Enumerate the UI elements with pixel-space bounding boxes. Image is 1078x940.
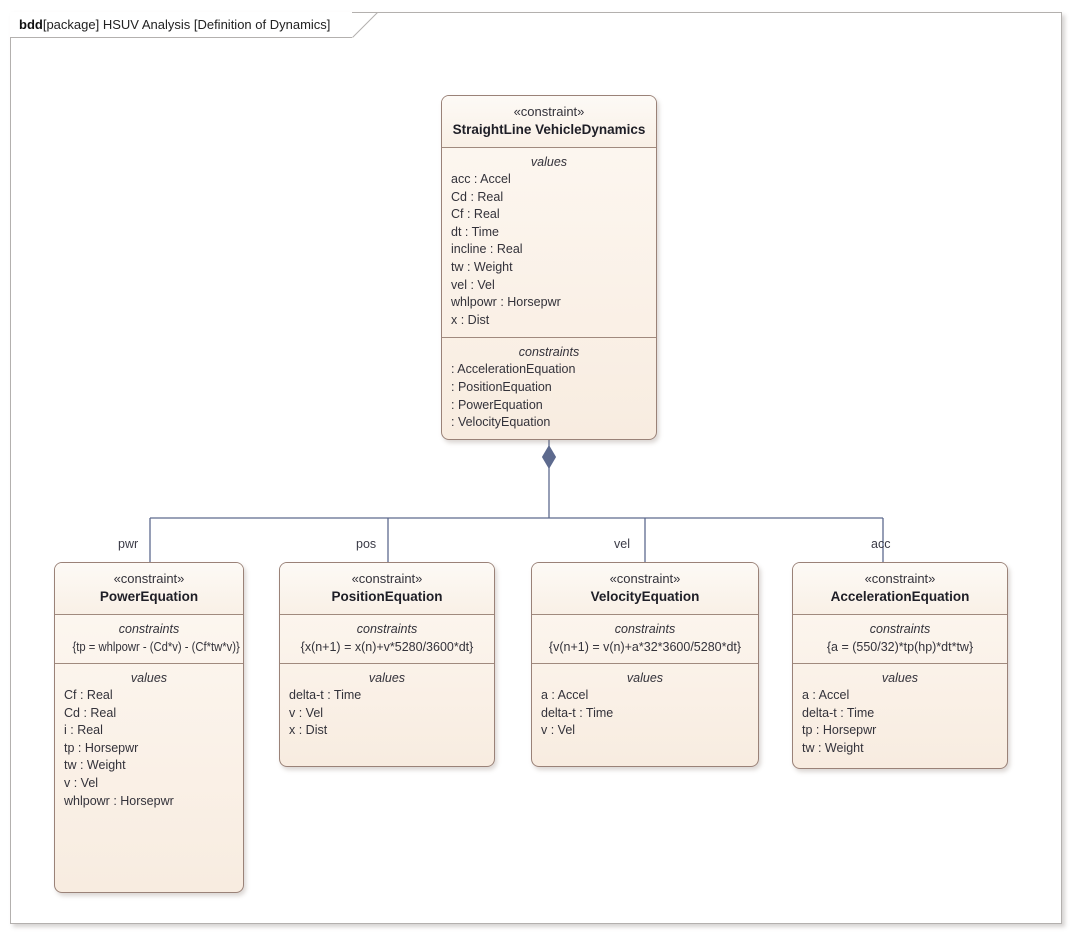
constraint-expression: {tp = whlpowr - (Cd*v) - (Cf*tw*v)}	[72, 640, 240, 654]
compartment-constraints: constraints {tp = whlpowr - (Cd*v) - (Cf…	[55, 614, 243, 663]
block-header: «constraint» StraightLine VehicleDynamic…	[442, 96, 656, 147]
value-item: Cd : Real	[451, 189, 504, 204]
diagram-kind-label: bdd	[19, 17, 43, 32]
constraint-expression: {v(n+1) = v(n)+a*32*3600/5280*dt}	[548, 640, 742, 654]
compartment-title-values: values	[130, 671, 168, 685]
block-header: «constraint» PowerEquation	[55, 563, 243, 614]
block-stereotype: «constraint»	[609, 571, 681, 586]
value-item: a : Accel	[802, 688, 850, 702]
compartment-title-constraints: constraints	[869, 622, 931, 636]
compartment-values: values Cf : Real Cd : Real i : Real tp :…	[55, 663, 243, 817]
diagram-title-label: [package] HSUV Analysis [Definition of D…	[42, 17, 331, 32]
block-name: VelocityEquation	[590, 589, 700, 604]
block-powerequation[interactable]: «constraint» PowerEquation constraints {…	[54, 562, 244, 893]
value-item: whlpowr : Horsepwr	[451, 295, 561, 310]
role-label-acc: acc	[871, 537, 891, 551]
block-stereotype: «constraint»	[513, 104, 585, 119]
value-item: delta-t : Time	[289, 688, 362, 702]
value-item: tp : Horsepwr	[64, 740, 139, 755]
compartment-constraints: constraints {x(n+1) = x(n)+v*5280/3600*d…	[280, 614, 494, 663]
compartment-values: values delta-t : Time v : Vel x : Dist	[280, 663, 494, 747]
block-positionequation[interactable]: «constraint» PositionEquation constraint…	[279, 562, 495, 767]
value-item: Cf : Real	[451, 207, 500, 222]
compartment-values: values a : Accel delta-t : Time v : Vel	[532, 663, 758, 747]
compartment-title-values: values	[530, 155, 568, 169]
block-stereotype: «constraint»	[351, 571, 423, 586]
value-item: dt : Time	[451, 224, 499, 239]
value-item: acc : Accel	[451, 172, 511, 186]
block-header: «constraint» PositionEquation	[280, 563, 494, 614]
constraint-item: : VelocityEquation	[451, 415, 551, 430]
block-velocityequation[interactable]: «constraint» VelocityEquation constraint…	[531, 562, 759, 767]
role-label-pos: pos	[356, 537, 377, 551]
value-item: x : Dist	[289, 723, 328, 738]
block-stereotype: «constraint»	[113, 571, 185, 586]
compartment-title-values: values	[881, 671, 919, 685]
constraint-item: : PowerEquation	[451, 397, 543, 412]
constraint-item: : AccelerationEquation	[451, 362, 576, 377]
compartment-title-constraints: constraints	[614, 622, 676, 636]
constraint-item: : PositionEquation	[451, 379, 552, 394]
role-label-pwr: pwr	[118, 537, 139, 551]
compartment-title-values: values	[626, 671, 664, 685]
value-item: v : Vel	[541, 723, 576, 738]
value-item: Cd : Real	[64, 705, 117, 720]
compartment-title-constraints: constraints	[118, 622, 180, 636]
block-header: «constraint» VelocityEquation	[532, 563, 758, 614]
compartment-title-values: values	[368, 671, 406, 685]
value-item: v : Vel	[64, 775, 99, 790]
value-item: tw : Weight	[64, 758, 126, 773]
value-item: delta-t : Time	[802, 705, 875, 720]
block-accelerationequation[interactable]: «constraint» AccelerationEquation constr…	[792, 562, 1008, 769]
compartment-constraints: constraints {v(n+1) = v(n)+a*32*3600/528…	[532, 614, 758, 663]
compartment-constraints: constraints : AccelerationEquation : Pos…	[442, 337, 656, 438]
value-item: Cf : Real	[64, 688, 113, 702]
constraint-expression: {a = (550/32)*tp(hp)*dt*tw}	[826, 640, 974, 654]
value-item: a : Accel	[541, 688, 589, 702]
compartment-constraints: constraints {a = (550/32)*tp(hp)*dt*tw}	[793, 614, 1007, 663]
block-header: «constraint» AccelerationEquation	[793, 563, 1007, 614]
role-label-vel: vel	[614, 537, 630, 551]
value-item: x : Dist	[451, 312, 490, 327]
value-item: v : Vel	[289, 705, 324, 720]
compartment-title-constraints: constraints	[356, 622, 418, 636]
diagram-header-tab: bdd[package] HSUV Analysis [Definition o…	[10, 12, 353, 38]
block-name: PowerEquation	[99, 589, 199, 604]
block-name: AccelerationEquation	[830, 589, 970, 604]
value-item: delta-t : Time	[541, 705, 614, 720]
block-stereotype: «constraint»	[864, 571, 936, 586]
value-item: i : Real	[64, 723, 103, 738]
compartment-values: values acc : Accel Cd : Real Cf : Real d…	[442, 147, 656, 337]
value-item: vel : Vel	[451, 277, 495, 292]
value-item: incline : Real	[451, 242, 523, 257]
block-name: PositionEquation	[331, 589, 443, 604]
value-item: tw : Weight	[802, 740, 864, 755]
compartment-title-constraints: constraints	[518, 345, 580, 360]
block-name: StraightLine VehicleDynamics	[452, 122, 646, 137]
value-item: tw : Weight	[451, 259, 513, 274]
block-straightline-vehicledynamics[interactable]: «constraint» StraightLine VehicleDynamic…	[441, 95, 657, 440]
value-item: whlpowr : Horsepwr	[64, 793, 174, 808]
compartment-values: values a : Accel delta-t : Time tp : Hor…	[793, 663, 1007, 764]
constraint-expression: {x(n+1) = x(n)+v*5280/3600*dt}	[300, 640, 474, 654]
value-item: tp : Horsepwr	[802, 723, 877, 738]
